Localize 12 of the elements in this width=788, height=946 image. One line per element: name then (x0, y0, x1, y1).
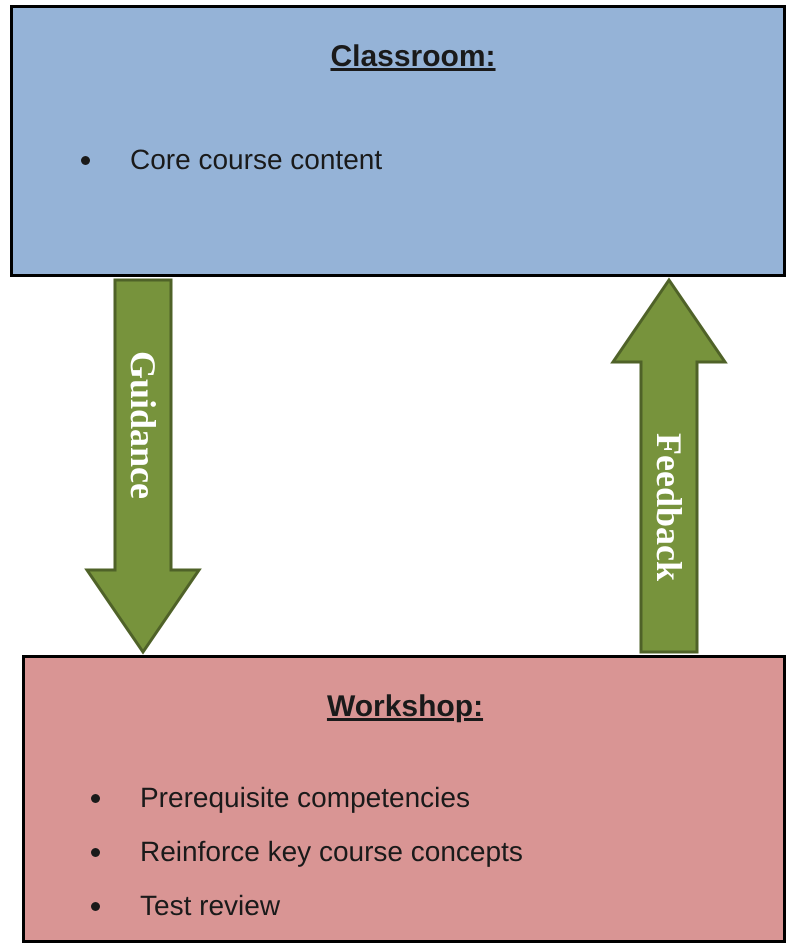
bullet-text: Reinforce key course concepts (140, 835, 523, 869)
block-arrow (84, 278, 202, 655)
box-heading: Workshop: (326, 689, 484, 725)
bullet-text: Core course content (130, 143, 382, 177)
box-heading: Classroom: (330, 39, 496, 75)
content-box (10, 5, 786, 277)
bullet-text: Test review (140, 889, 280, 923)
edge-label: Feedback (651, 433, 687, 581)
content-box (22, 655, 786, 943)
edge-label: Guidance (125, 350, 161, 500)
block-arrow (610, 277, 728, 654)
bullet-text: Prerequisite competencies (140, 781, 470, 815)
